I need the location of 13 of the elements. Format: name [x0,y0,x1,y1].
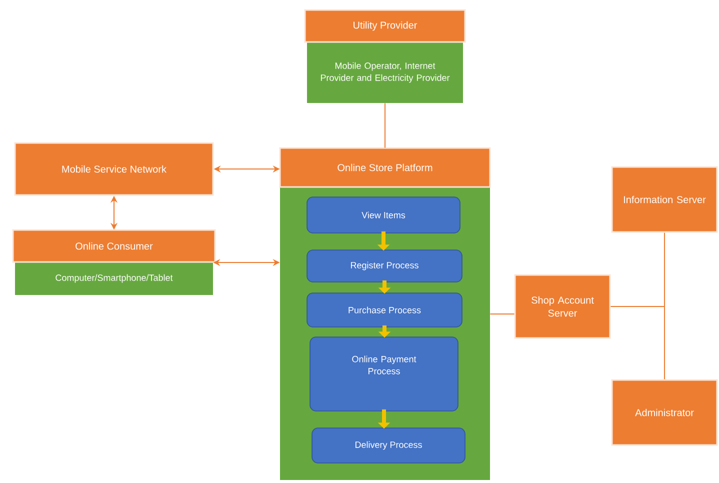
server-box: Shop Account Server [514,274,611,339]
process-box: Online Payment Process [310,336,458,412]
process-box: Delivery Process [312,428,466,464]
connector-line [384,102,386,148]
process-box: View Items [306,196,460,234]
entity-box: Utility Provider Mobile Operator, Internet Provider and Electricity Provider [304,9,466,103]
server-box: Administrator [611,379,718,446]
connector-line [610,306,665,380]
entity-box: Online Consumer Computer/Smartphone/Tablet [12,229,216,295]
process-box: Purchase Process [306,292,462,328]
process-box: Register Process [306,250,462,282]
server-box: Mobile Service Network [14,142,214,196]
server-box: Information Server [611,166,718,233]
